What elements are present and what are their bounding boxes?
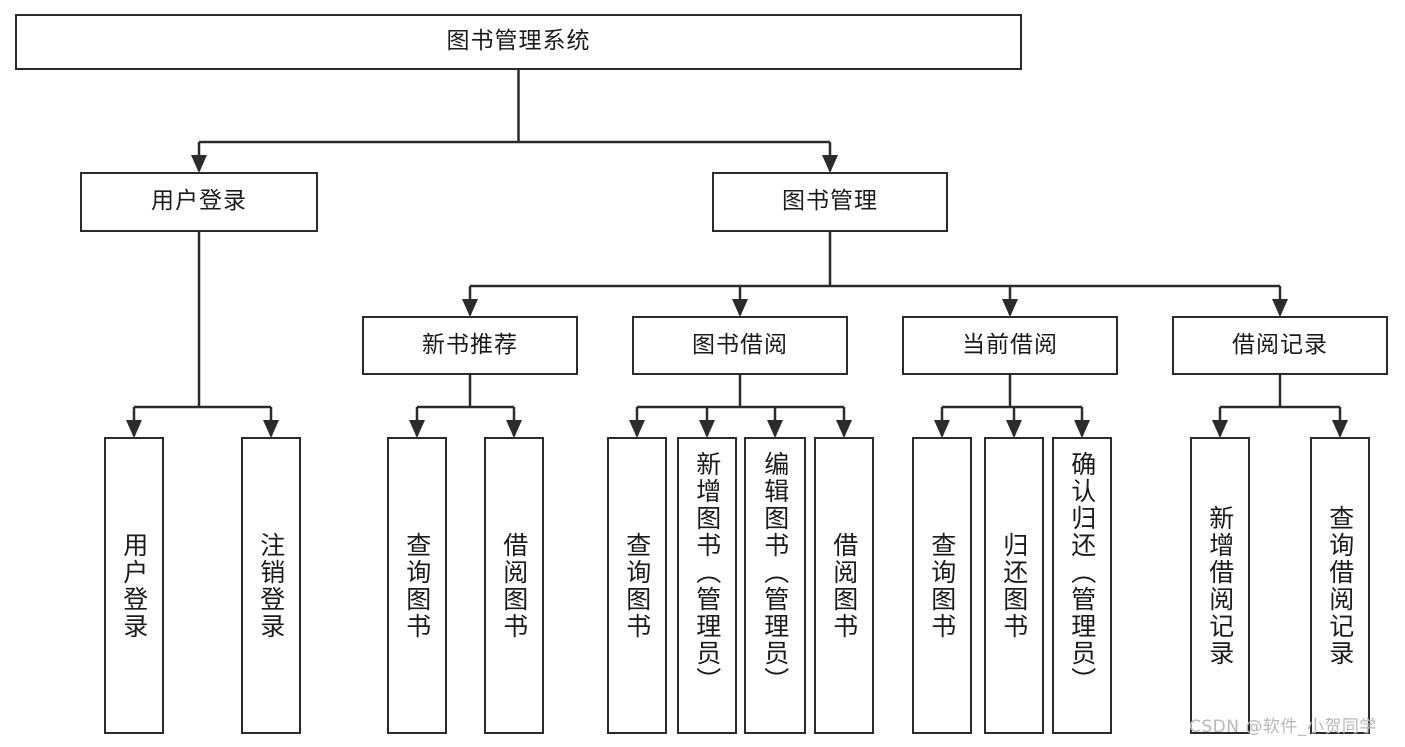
csdn-watermark: CSDN @软件_小贺同学 (1189, 717, 1377, 737)
node-label-borrow-record: 借阅记录 (1232, 331, 1328, 358)
arrowhead-icon (126, 420, 142, 438)
node-borrow-record[interactable]: 借阅记录 (1172, 316, 1388, 375)
node-label-current-borrow: 当前借阅 (962, 331, 1058, 358)
node-leaf-query-book-3[interactable]: 查询图书 (912, 437, 972, 734)
arrowhead-icon (836, 420, 852, 438)
arrowhead-icon (1272, 299, 1288, 317)
node-leaf-add-book[interactable]: 新增图书（管理员） (677, 437, 737, 734)
arrowhead-icon (1212, 420, 1228, 438)
arrowhead-icon (934, 420, 950, 438)
node-label-leaf-add-book: 新增图书（管理员） (692, 451, 722, 694)
node-label-book-borrow: 图书借阅 (692, 331, 788, 358)
arrowhead-icon (409, 420, 425, 438)
node-label-leaf-query-book-1: 查询图书 (402, 531, 432, 640)
node-root[interactable]: 图书管理系统 (15, 14, 1022, 70)
node-leaf-user-logout[interactable]: 注销登录 (241, 437, 301, 734)
node-leaf-borrow-book-1[interactable]: 借阅图书 (484, 437, 544, 734)
arrowhead-icon (506, 420, 522, 438)
node-leaf-query-record[interactable]: 查询借阅记录 (1310, 437, 1370, 734)
node-leaf-edit-book[interactable]: 编辑图书（管理员） (744, 437, 806, 734)
node-label-user-login: 用户登录 (151, 188, 247, 215)
node-book-manage[interactable]: 图书管理 (712, 172, 948, 232)
node-label-leaf-query-record: 查询借阅记录 (1325, 504, 1355, 667)
node-leaf-user-login[interactable]: 用户登录 (104, 437, 164, 734)
arrowhead-icon (822, 155, 838, 173)
arrowhead-icon (699, 420, 715, 438)
node-label-root: 图书管理系统 (446, 28, 591, 55)
node-current-borrow[interactable]: 当前借阅 (902, 316, 1118, 375)
arrowhead-icon (1074, 420, 1090, 438)
node-label-leaf-user-login: 用户登录 (119, 531, 149, 640)
arrowhead-icon (767, 420, 783, 438)
node-leaf-borrow-book-2[interactable]: 借阅图书 (814, 437, 874, 734)
node-leaf-query-book-1[interactable]: 查询图书 (387, 437, 447, 734)
arrowhead-icon (263, 420, 279, 438)
node-label-leaf-confirm-return: 确认归还（管理员） (1067, 451, 1097, 694)
node-label-new-book-recommend: 新书推荐 (422, 331, 518, 358)
node-leaf-return-book[interactable]: 归还图书 (984, 437, 1044, 734)
node-label-leaf-user-logout: 注销登录 (256, 531, 286, 640)
node-label-leaf-edit-book: 编辑图书（管理员） (760, 451, 790, 694)
arrowhead-icon (191, 155, 207, 173)
node-label-leaf-query-book-2: 查询图书 (622, 531, 652, 640)
node-user-login[interactable]: 用户登录 (80, 172, 318, 232)
arrowhead-icon (1332, 420, 1348, 438)
node-label-leaf-borrow-book-2: 借阅图书 (829, 531, 859, 640)
node-book-borrow[interactable]: 图书借阅 (632, 316, 848, 375)
arrowhead-icon (629, 420, 645, 438)
arrowhead-icon (462, 299, 478, 317)
node-label-book-manage: 图书管理 (782, 188, 878, 215)
node-leaf-confirm-return[interactable]: 确认归还（管理员） (1052, 437, 1112, 734)
node-label-leaf-borrow-book-1: 借阅图书 (499, 531, 529, 640)
node-leaf-add-record[interactable]: 新增借阅记录 (1190, 437, 1250, 734)
arrowhead-icon (1002, 299, 1018, 317)
node-label-leaf-query-book-3: 查询图书 (927, 531, 957, 640)
node-label-leaf-add-record: 新增借阅记录 (1205, 504, 1235, 667)
node-label-leaf-return-book: 归还图书 (999, 531, 1029, 640)
arrowhead-icon (732, 299, 748, 317)
node-new-book-recommend[interactable]: 新书推荐 (362, 316, 578, 375)
arrowhead-icon (1006, 420, 1022, 438)
node-leaf-query-book-2[interactable]: 查询图书 (607, 437, 667, 734)
